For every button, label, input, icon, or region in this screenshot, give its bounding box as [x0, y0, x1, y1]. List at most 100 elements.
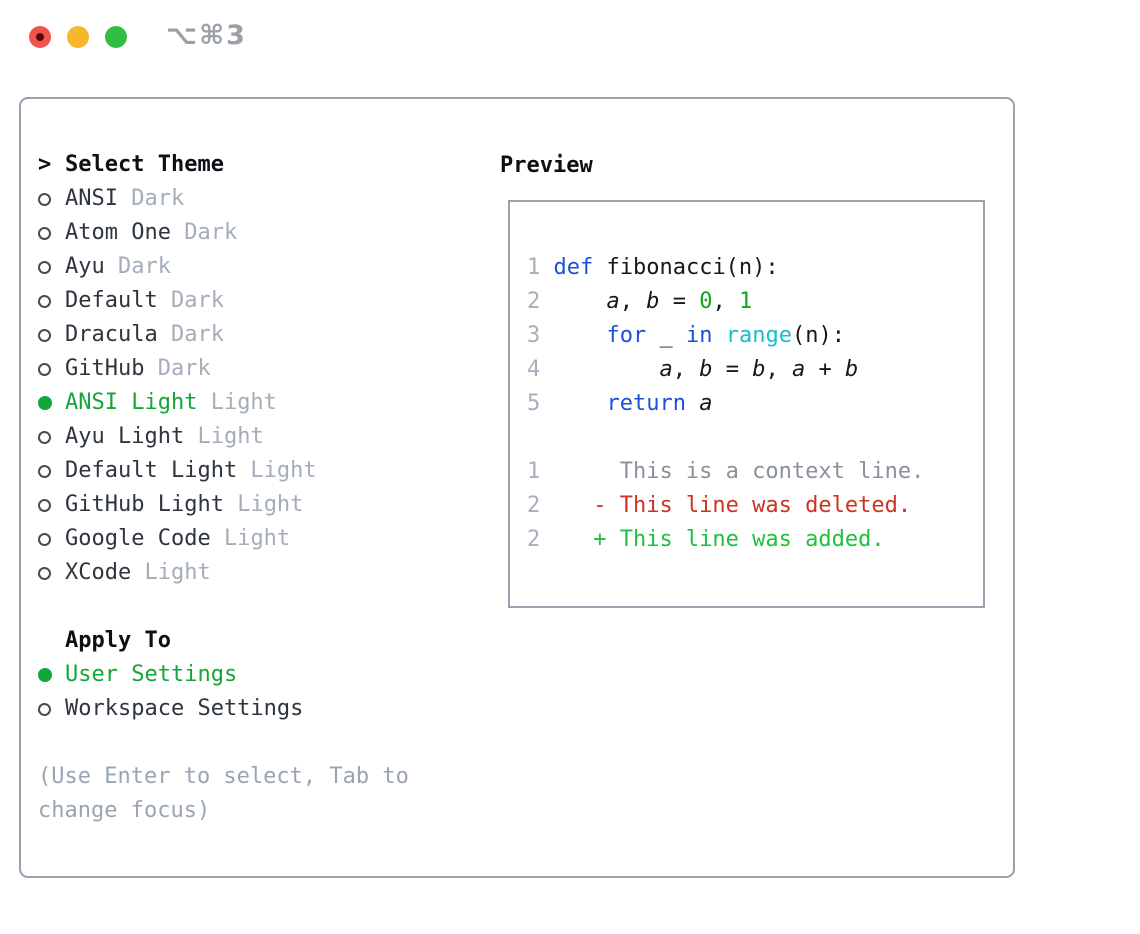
theme-name: Dracula — [65, 322, 158, 347]
theme-name: Default — [65, 288, 158, 313]
line-content: a, b = 0, 1 — [606, 289, 753, 314]
theme-variant: Light — [197, 390, 277, 415]
theme-name: GitHub Light — [65, 492, 224, 517]
radio-marker — [38, 362, 65, 376]
theme-variant: Dark — [157, 322, 224, 347]
radio-marker — [38, 430, 65, 444]
code-line — [527, 421, 983, 455]
radio-marker — [38, 328, 65, 342]
theme-name: Atom One — [65, 220, 171, 245]
theme-option-ayu[interactable]: Ayu Dark — [38, 250, 409, 284]
theme-name: ANSI — [65, 186, 118, 211]
line-content: a, b = b, a + b — [659, 357, 859, 382]
theme-option-dracula[interactable]: Dracula Dark — [38, 318, 409, 352]
radio-unselected-icon — [38, 328, 51, 342]
help-text-line-2: change focus) — [38, 798, 211, 823]
line-content: This is a context line. — [553, 459, 925, 484]
theme-option-github[interactable]: GitHub Dark — [38, 352, 409, 386]
theme-name: Google Code — [65, 526, 211, 551]
radio-unselected-icon — [38, 362, 51, 376]
line-number: 1 — [527, 459, 541, 484]
radio-unselected-icon — [38, 532, 51, 546]
select-theme-header: > Select Theme — [38, 148, 409, 182]
theme-variant: Light — [223, 492, 304, 517]
radio-marker — [38, 498, 65, 512]
radio-marker — [38, 396, 65, 410]
theme-variant: Dark — [170, 220, 238, 245]
radio-marker — [38, 668, 65, 682]
radio-unselected-icon — [38, 498, 51, 512]
radio-unselected-icon — [38, 226, 51, 240]
apply-to-title: Apply To — [65, 628, 171, 653]
cursor-marker: > — [38, 148, 65, 182]
line-number: 2 — [527, 289, 541, 314]
theme-option-ansi-light[interactable]: ANSI Light Light — [38, 386, 409, 420]
theme-variant: Dark — [157, 288, 224, 313]
close-dot-icon — [36, 33, 44, 41]
radio-selected-icon — [38, 668, 52, 682]
line-number: 3 — [527, 323, 541, 348]
radio-marker — [38, 260, 65, 274]
theme-name: GitHub — [65, 356, 145, 381]
radio-selected-icon — [38, 396, 52, 410]
spacer — [38, 590, 409, 624]
code-line: 2 a, b = 0, 1 — [527, 285, 983, 319]
theme-option-xcode[interactable]: XCode Light — [38, 556, 409, 590]
traffic-lights — [29, 26, 127, 48]
line-content: - This line was deleted. — [553, 493, 912, 518]
select-theme-title: Select Theme — [65, 152, 224, 177]
apply-to-header: Apply To — [38, 624, 409, 658]
help-text-line-1: (Use Enter to select, Tab to — [38, 764, 409, 789]
theme-option-atom-one[interactable]: Atom One Dark — [38, 216, 409, 250]
radio-unselected-icon — [38, 260, 51, 274]
theme-variant: Light — [184, 424, 264, 449]
theme-option-google-code[interactable]: Google Code Light — [38, 522, 409, 556]
line-number: 5 — [527, 391, 541, 416]
apply-name: User Settings — [65, 662, 238, 687]
radio-unselected-icon — [38, 464, 51, 478]
radio-unselected-icon — [38, 192, 51, 206]
theme-variant: Dark — [144, 356, 211, 381]
apply-option-workspace-settings[interactable]: Workspace Settings — [38, 692, 409, 726]
theme-option-default-light[interactable]: Default Light Light — [38, 454, 409, 488]
theme-option-ansi[interactable]: ANSI Dark — [38, 182, 409, 216]
theme-variant: Light — [131, 560, 211, 585]
radio-unselected-icon — [38, 566, 51, 580]
apply-option-user-settings[interactable]: User Settings — [38, 658, 409, 692]
zoom-button[interactable] — [105, 26, 127, 48]
line-content: return a — [606, 391, 713, 416]
theme-variant: Light — [237, 458, 317, 483]
titlebar: ⌥⌘3 — [0, 0, 1140, 75]
radio-marker — [38, 226, 65, 240]
minimize-button[interactable] — [67, 26, 89, 48]
theme-name: ANSI Light — [65, 390, 198, 415]
radio-marker — [38, 702, 65, 716]
radio-marker — [38, 464, 65, 478]
theme-variant: Light — [210, 526, 291, 551]
code-line: 2 + This line was added. — [527, 523, 983, 557]
theme-variant: Dark — [104, 254, 171, 279]
theme-option-github-light[interactable]: GitHub Light Light — [38, 488, 409, 522]
theme-option-ayu-light[interactable]: Ayu Light Light — [38, 420, 409, 454]
code-line: 2 - This line was deleted. — [527, 489, 983, 523]
close-button[interactable] — [29, 26, 51, 48]
spacer — [38, 726, 409, 760]
line-number: 2 — [527, 493, 541, 518]
line-number: 1 — [527, 255, 541, 280]
caret-icon: > — [38, 152, 52, 177]
radio-marker — [38, 532, 65, 546]
radio-unselected-icon — [38, 702, 51, 716]
theme-option-default[interactable]: Default Dark — [38, 284, 409, 318]
radio-marker — [38, 294, 65, 308]
apply-name: Workspace Settings — [65, 696, 304, 721]
radio-unselected-icon — [38, 430, 51, 444]
line-number: 2 — [527, 527, 541, 552]
line-number: 4 — [527, 357, 541, 382]
code-line: 3 for _ in range(n): — [527, 319, 983, 353]
